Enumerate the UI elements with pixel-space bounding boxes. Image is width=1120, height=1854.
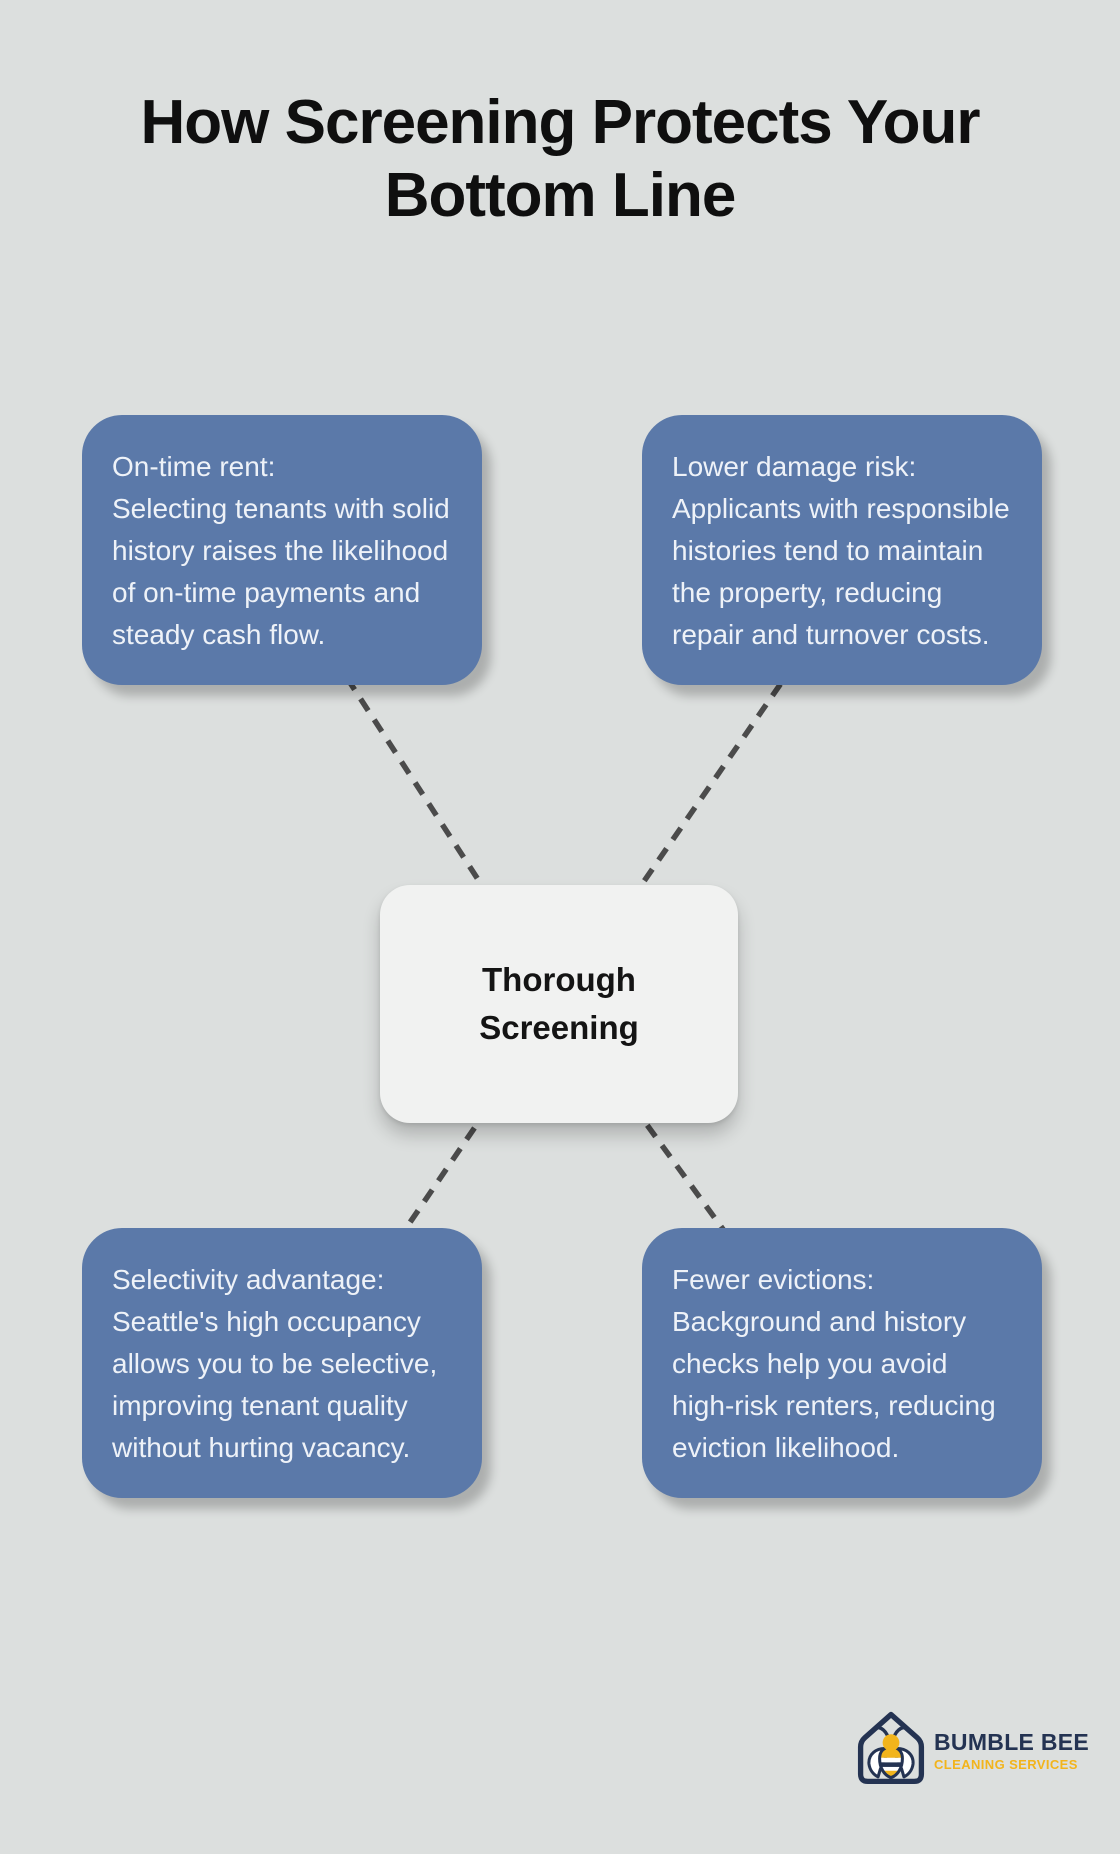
page-title: How Screening Protects Your Bottom Line: [0, 86, 1120, 232]
brand-logo: BUMBLE BEE CLEANING SERVICES: [853, 1709, 1089, 1793]
card-label: Selectivity advantage:: [112, 1264, 385, 1295]
card-label: Fewer evictions:: [672, 1264, 875, 1295]
bee-in-house-icon: [857, 1711, 925, 1785]
title-line-2: Bottom Line: [384, 161, 737, 231]
card-label: On-time rent:: [112, 451, 276, 482]
center-node-thorough-screening: Thorough Screening: [380, 885, 738, 1123]
center-node-label: Thorough Screening: [479, 961, 639, 1046]
title-line-1: How Screening Protects Your: [140, 88, 981, 157]
card-text: Selecting tenants with solid history rai…: [112, 493, 450, 650]
card-text: Applicants with responsible histories te…: [672, 493, 1010, 650]
logo-name: BUMBLE BEE: [934, 1728, 1090, 1755]
card-label: Lower damage risk:: [672, 451, 917, 482]
benefit-card-selectivity-advantage: Selectivity advantage: Seattle's high oc…: [82, 1228, 482, 1498]
card-text: Background and history checks help you a…: [672, 1306, 996, 1463]
benefit-card-on-time-rent: On-time rent: Selecting tenants with sol…: [82, 415, 482, 685]
benefit-card-lower-damage-risk: Lower damage risk: Applicants with respo…: [642, 415, 1042, 685]
benefit-card-fewer-evictions: Fewer evictions: Background and history …: [642, 1228, 1042, 1498]
logo-tagline: CLEANING SERVICES: [934, 1756, 1078, 1772]
card-text: Seattle's high occupancy allows you to b…: [112, 1306, 438, 1463]
